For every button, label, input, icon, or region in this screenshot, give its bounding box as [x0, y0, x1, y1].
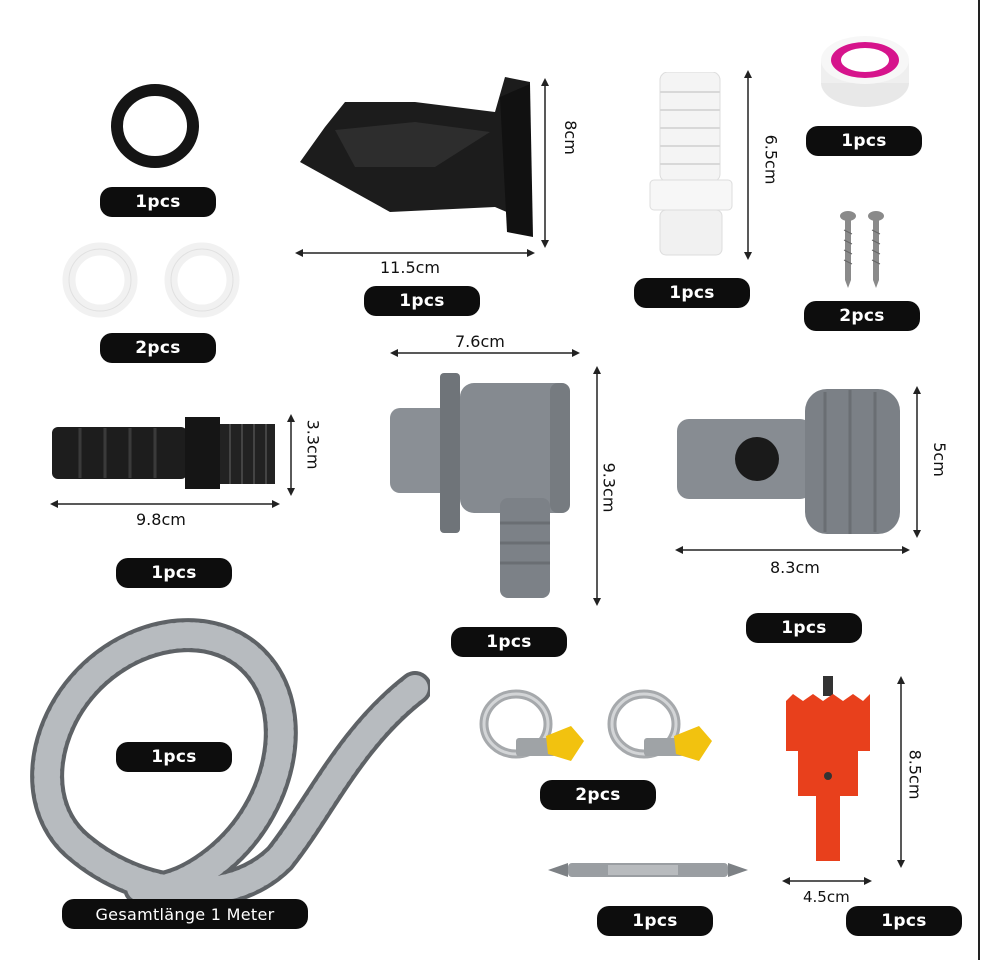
gray-elbow-fitting: [390, 373, 570, 598]
dim-nipple-width: 9.8cm: [136, 510, 186, 529]
qty-badge-hose: 1pcs: [116, 742, 232, 772]
dim-elbow-width: 7.6cm: [455, 332, 505, 351]
dim-arrow-holesaw-height: [897, 676, 905, 868]
dim-nipple-height: 3.3cm: [303, 419, 323, 470]
qty-badge-black-o-ring: 1pcs: [100, 187, 216, 217]
dim-arrow-valve-width: [675, 546, 910, 554]
qty-badge-hose-adapter: 1pcs: [634, 278, 750, 308]
dim-valve-width: 8.3cm: [770, 558, 820, 577]
qty-badge-valve: 1pcs: [746, 613, 862, 643]
qty-badge-elbow: 1pcs: [451, 627, 567, 657]
red-hole-saw: [786, 676, 870, 861]
qty-badge-screws: 2pcs: [804, 301, 920, 331]
qty-badge-hose-clamps: 2pcs: [540, 780, 656, 810]
white-washers: [62, 242, 240, 318]
screws: [840, 211, 884, 288]
dim-arrow-siphon-width: [295, 249, 535, 257]
dim-arrow-nipple-height: [287, 414, 295, 496]
screwdriver-bit: [548, 863, 748, 877]
dim-elbow-height: 9.3cm: [599, 462, 619, 513]
dim-arrow-elbow-height: [593, 366, 601, 606]
ptfe-tape-roll: [821, 36, 909, 107]
dim-arrow-elbow-width: [390, 349, 580, 357]
dim-arrow-adapter-height: [744, 70, 752, 260]
dim-holesaw-height: 8.5cm: [905, 749, 925, 800]
dim-holesaw-width: 4.5cm: [803, 888, 850, 906]
gray-valve-connector: [677, 389, 900, 534]
qty-badge-hole-saw: 1pcs: [846, 906, 962, 936]
qty-badge-hose-nipple: 1pcs: [116, 558, 232, 588]
corrugated-drain-hose: [30, 618, 430, 908]
dim-arrow-nipple-width: [50, 500, 280, 508]
dim-arrow-holesaw-width: [782, 877, 872, 885]
dim-siphon-height: 8cm: [560, 120, 580, 155]
dim-arrow-valve-height: [913, 386, 921, 538]
hose-length-caption: Gesamtlänge 1 Meter: [62, 899, 308, 929]
right-edge-divider: [978, 0, 980, 960]
dim-hose-adapter-height: 6.5cm: [761, 134, 781, 185]
white-hose-adapter: [649, 72, 733, 256]
qty-badge-white-washers: 2pcs: [100, 333, 216, 363]
qty-badge-screwdriver-bit: 1pcs: [597, 906, 713, 936]
hose-nipple: [52, 417, 275, 489]
black-o-ring: [111, 84, 199, 168]
black-siphon-fitting: [300, 77, 533, 237]
dim-arrow-siphon-height: [541, 78, 549, 248]
hose-clamps: [479, 689, 712, 761]
dim-valve-height: 5cm: [929, 442, 949, 477]
qty-badge-ptfe-tape: 1pcs: [806, 126, 922, 156]
dim-siphon-width: 11.5cm: [380, 258, 441, 277]
qty-badge-siphon: 1pcs: [364, 286, 480, 316]
